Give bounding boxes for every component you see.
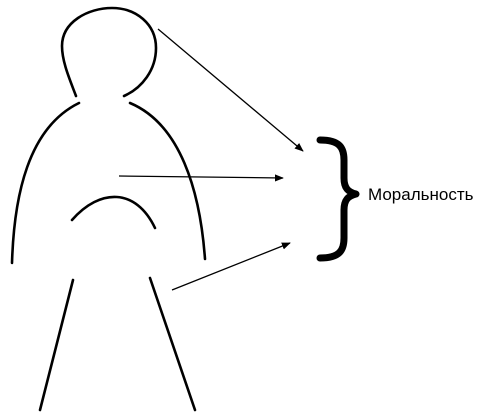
chest-arrow xyxy=(119,176,283,178)
human-figure xyxy=(12,8,205,410)
heart-arch-outline xyxy=(72,197,155,228)
torso-right-outline xyxy=(130,103,205,259)
arrows xyxy=(119,29,303,290)
legs-arrow xyxy=(172,243,290,290)
right-curly-brace-icon xyxy=(320,140,356,258)
left-leg-outline xyxy=(40,280,73,410)
right-leg-outline xyxy=(150,278,195,410)
torso-left-outline xyxy=(12,103,79,263)
head-outline xyxy=(62,8,156,96)
morality-label: Моральность xyxy=(368,185,474,204)
head-arrow xyxy=(158,29,303,151)
